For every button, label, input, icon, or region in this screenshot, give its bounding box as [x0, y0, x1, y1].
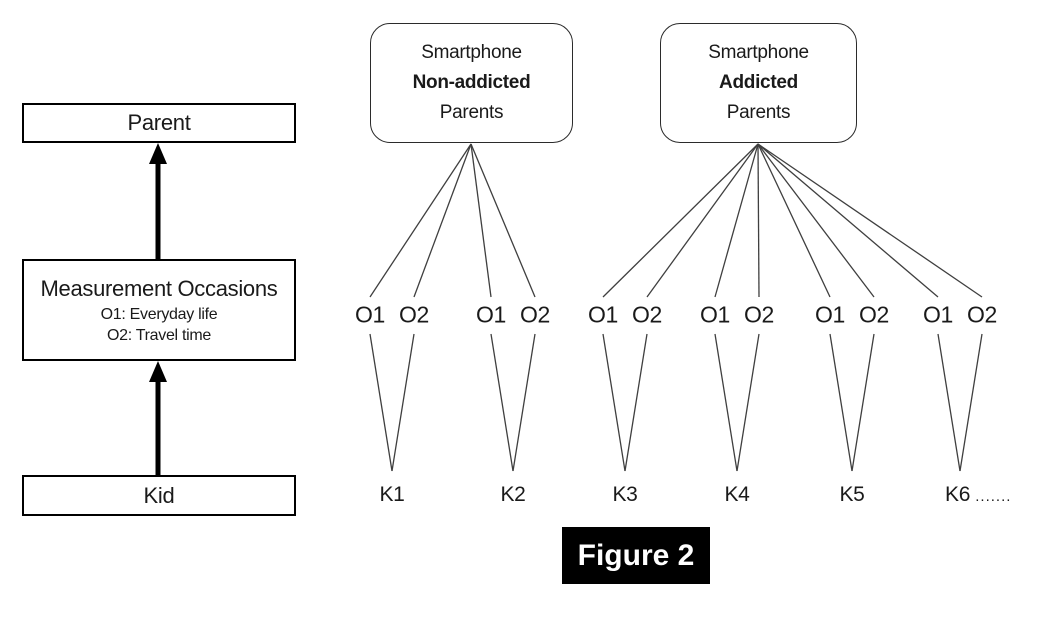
kid-box: Kid	[22, 475, 296, 516]
parent-occasion-line	[470, 143, 536, 298]
parent-occasion-line	[413, 143, 472, 298]
occasion-kid-line	[937, 333, 961, 472]
measurement-occasions-title: Measurement Occasions	[40, 276, 278, 301]
occasion-kid-line	[851, 333, 875, 472]
occasion-kid-line	[714, 333, 738, 472]
parent-occasion-line	[757, 143, 760, 298]
occasion-label: O1	[699, 301, 731, 328]
occasion-kid-line	[391, 333, 415, 472]
occasion-kid-line	[736, 333, 760, 472]
occasion-label: O1	[354, 301, 386, 328]
kid-label: K2	[500, 483, 526, 506]
group2-line2: Addicted	[719, 72, 798, 93]
occasion-label: O2	[631, 301, 663, 328]
group-box-addicted: Smartphone Addicted Parents	[660, 23, 857, 143]
occasion-kid-line	[512, 333, 536, 472]
parent-occasion-line	[757, 143, 875, 298]
occasion-kid-line	[624, 333, 648, 472]
parent-occasion-line	[602, 143, 759, 298]
occasion-kid-line	[959, 333, 983, 472]
parent-occasion-line	[646, 143, 759, 298]
occasion-label: O1	[814, 301, 846, 328]
parent-box-label: Parent	[127, 110, 191, 135]
kid-label-ellipsis: .......	[970, 488, 1012, 505]
occasion-label: O2	[858, 301, 890, 328]
parent-box: Parent	[22, 103, 296, 143]
occasion-label: O2	[398, 301, 430, 328]
kid-label: K3	[612, 483, 638, 506]
occasion-kid-line	[490, 333, 514, 472]
group1-line2: Non-addicted	[412, 72, 531, 93]
occasion-label: O1	[475, 301, 507, 328]
kid-box-label: Kid	[143, 482, 175, 508]
occasion-kid-line	[369, 333, 393, 472]
group2-line1: Smartphone	[708, 42, 809, 63]
occasion-label: O2	[966, 301, 998, 328]
occasion-2-definition: O2: Travel time	[107, 327, 211, 344]
occasion-label: O2	[743, 301, 775, 328]
parent-occasion-line	[757, 143, 831, 298]
occasion-label: O2	[519, 301, 551, 328]
parent-occasion-line	[470, 143, 492, 298]
occasion-kid-line	[829, 333, 853, 472]
group-box-non-addicted: Smartphone Non-addicted Parents	[370, 23, 573, 143]
occasion-1-definition: O1: Everyday life	[100, 306, 218, 323]
kid-label: K5	[839, 483, 865, 506]
up-arrow-head	[149, 361, 167, 382]
kid-label: K4	[724, 483, 750, 506]
group1-line1: Smartphone	[421, 42, 522, 63]
measurement-occasions-box: Measurement Occasions O1: Everyday life …	[22, 259, 296, 361]
parent-occasion-line	[714, 143, 759, 298]
kid-label: K1	[379, 483, 405, 506]
group1-line3: Parents	[439, 102, 504, 123]
parent-occasion-line	[369, 143, 472, 298]
parent-occasion-line	[757, 143, 983, 298]
occasion-label: O1	[587, 301, 619, 328]
kid-label: K6 .......	[945, 483, 1012, 506]
group2-line3: Parents	[726, 102, 791, 123]
occasion-label: O1	[922, 301, 954, 328]
occasion-kid-line	[602, 333, 626, 472]
figure-caption: Figure 2	[562, 527, 710, 584]
parent-occasion-line	[757, 143, 939, 298]
up-arrow-head	[149, 143, 167, 164]
